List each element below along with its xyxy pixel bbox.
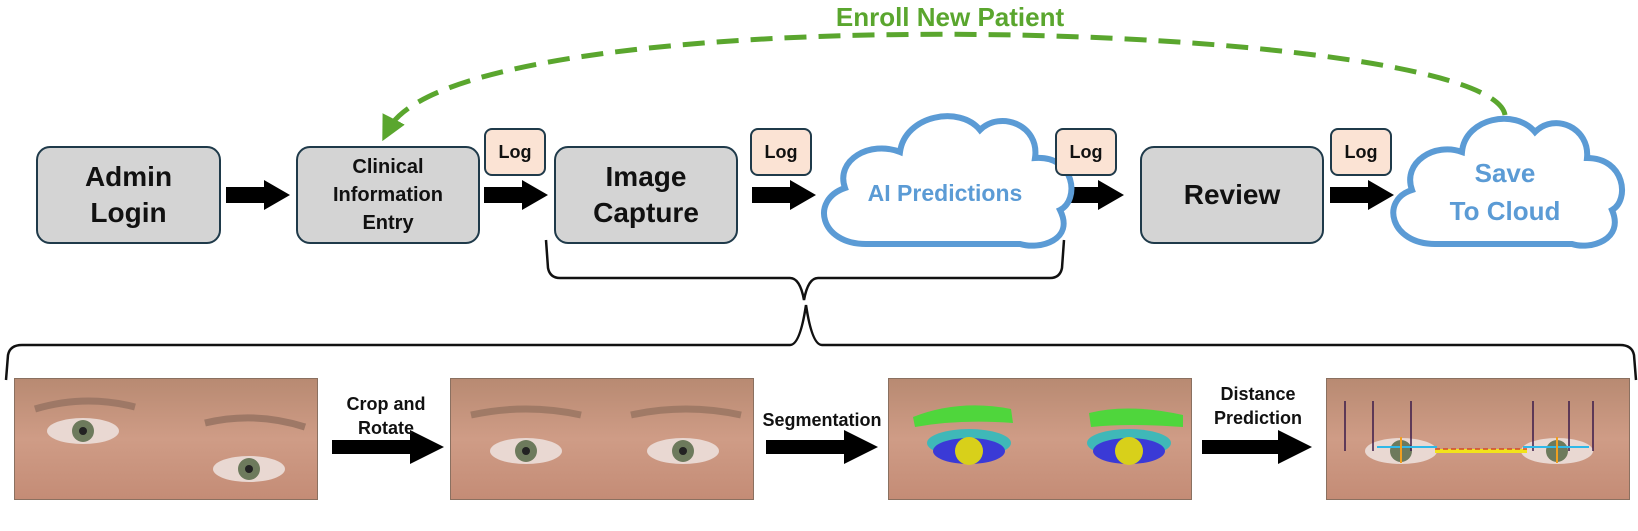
cropped-eye-photo bbox=[450, 378, 754, 500]
arrow-review-to-cloud bbox=[1330, 180, 1394, 210]
pipeline-arrows bbox=[332, 430, 1312, 464]
review-box: Review bbox=[1140, 146, 1324, 244]
ai-predictions-label: AI Predictions bbox=[867, 180, 1023, 206]
distance-prediction-label: Distance Prediction bbox=[1213, 384, 1302, 428]
review-label: Review bbox=[1183, 179, 1281, 210]
segmentation-photo bbox=[888, 378, 1192, 500]
image-capture-label: Image Capture bbox=[593, 161, 699, 228]
raw-eye-photo bbox=[14, 378, 318, 500]
arrow-crop-rotate bbox=[332, 430, 444, 464]
distance-photo bbox=[1326, 378, 1630, 500]
arrow-image-to-ai bbox=[752, 180, 816, 210]
save-cloud-shape bbox=[1390, 115, 1626, 249]
clinical-entry-label: Clinical Information Entry bbox=[333, 156, 443, 234]
log-badge-2: Log bbox=[750, 128, 812, 176]
iris-mask-right bbox=[1115, 437, 1143, 465]
admin-login-box: Admin Login bbox=[36, 146, 221, 244]
cropped-eye-image bbox=[451, 379, 753, 499]
raw-eye-image bbox=[15, 379, 317, 499]
arrow-admin-to-clinical bbox=[226, 180, 290, 210]
segmentation-label: Segmentation bbox=[762, 410, 882, 430]
log-label: Log bbox=[1344, 141, 1378, 162]
brow-mask-left bbox=[913, 405, 1013, 427]
iris-mask-left bbox=[955, 437, 983, 465]
log-badge-1: Log bbox=[484, 128, 546, 176]
arrow-ai-to-review bbox=[1062, 180, 1124, 210]
log-badge-4: Log bbox=[1330, 128, 1392, 176]
arrow-segmentation bbox=[766, 430, 878, 464]
enroll-loop-arrow bbox=[382, 31, 1508, 142]
distance-image bbox=[1327, 379, 1629, 499]
ai-cloud-shape bbox=[821, 113, 1075, 249]
brow-mask-right bbox=[1089, 408, 1183, 427]
arrow-distance-prediction bbox=[1202, 430, 1312, 464]
segmentation-image bbox=[889, 379, 1191, 499]
log-label: Log bbox=[764, 141, 798, 162]
crop-rotate-label: Crop and Rotate bbox=[346, 394, 426, 438]
log-badge-3: Log bbox=[1055, 128, 1117, 176]
log-label: Log bbox=[498, 141, 532, 162]
enroll-loop-label: Enroll New Patient bbox=[835, 2, 1065, 32]
log-label: Log bbox=[1069, 141, 1103, 162]
lower-brace bbox=[4, 304, 1638, 381]
upper-brace bbox=[544, 239, 1066, 301]
admin-login-label: Admin Login bbox=[84, 161, 173, 228]
clinical-entry-box: Clinical Information Entry bbox=[296, 146, 480, 244]
image-capture-box: Image Capture bbox=[554, 146, 738, 244]
save-cloud-label: Save To Cloud bbox=[1449, 158, 1561, 226]
arrow-clinical-to-image bbox=[484, 180, 548, 210]
flow-arrows bbox=[226, 180, 1394, 210]
